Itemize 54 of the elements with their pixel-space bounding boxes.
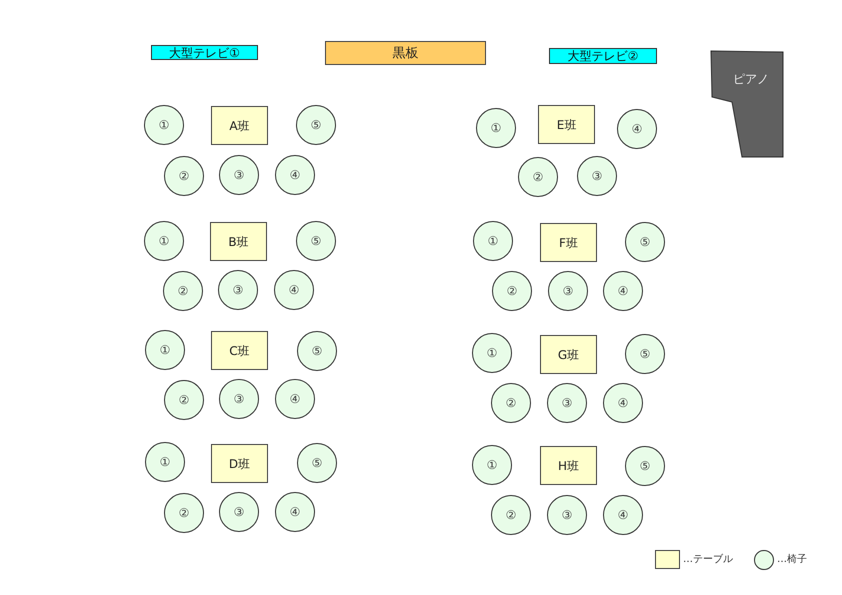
legend-label: …テーブル	[683, 554, 733, 564]
chair: ②	[164, 156, 204, 196]
television: 大型テレビ①	[151, 45, 258, 60]
group-table: A班	[211, 106, 268, 145]
chair: ②	[164, 380, 204, 420]
chair: ④	[603, 383, 643, 423]
group-table: F班	[540, 223, 597, 262]
chair: ①	[144, 105, 184, 145]
chair: ②	[491, 383, 531, 423]
chair: ④	[275, 379, 315, 419]
chair: ⑤	[297, 443, 337, 483]
chair: ④	[275, 155, 315, 195]
chair: ②	[492, 271, 532, 311]
chair: ③	[219, 492, 259, 532]
chair: ④	[603, 495, 643, 535]
television: 大型テレビ②	[549, 48, 657, 64]
chair: ⑤	[296, 221, 336, 261]
chair: ⑤	[297, 331, 337, 371]
chair: ⑤	[625, 446, 665, 486]
chair: ①	[145, 330, 185, 370]
chair: ②	[491, 495, 531, 535]
piano	[711, 50, 784, 158]
chair: ①	[472, 333, 512, 373]
chair: ③	[219, 155, 259, 195]
group-table: E班	[538, 105, 595, 144]
chair: ①	[473, 221, 513, 261]
chair: ④	[617, 109, 657, 149]
chair: ①	[144, 221, 184, 261]
chair: ④	[603, 271, 643, 311]
chair: ④	[274, 270, 314, 310]
group-table: C班	[211, 331, 268, 370]
chair: ①	[472, 445, 512, 485]
chair: ③	[219, 379, 259, 419]
chair: ③	[577, 156, 617, 196]
group-table: G班	[540, 335, 597, 374]
group-table: D班	[211, 444, 268, 483]
chair: ⑤	[625, 334, 665, 374]
legend-label: …椅子	[777, 555, 807, 565]
chair: ④	[275, 492, 315, 532]
chair: ①	[476, 108, 516, 148]
chair: ⑤	[625, 222, 665, 262]
blackboard: 黒板	[325, 41, 486, 65]
chair: ①	[145, 442, 185, 482]
group-table: H班	[540, 446, 597, 485]
group-table: B班	[210, 222, 267, 261]
chair: ③	[547, 383, 587, 423]
chair: ③	[547, 495, 587, 535]
chair: ⑤	[296, 105, 336, 145]
chair: ③	[548, 271, 588, 311]
chair: ②	[518, 157, 558, 197]
chair: ②	[164, 493, 204, 533]
chair: ②	[163, 271, 203, 311]
chair: ③	[218, 270, 258, 310]
piano-label: ピアノ	[733, 73, 769, 85]
